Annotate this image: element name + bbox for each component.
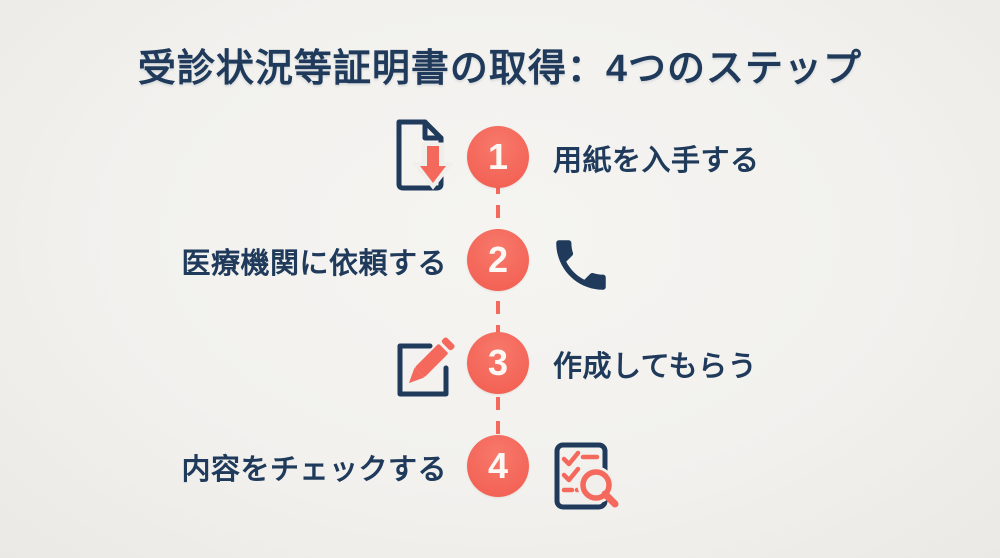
checklist-search-icon [549, 440, 619, 519]
document-download-icon [389, 118, 455, 199]
step-3-number-badge: 3 [467, 332, 529, 394]
edit-compose-icon [388, 336, 456, 405]
step-1-number-badge: 1 [467, 126, 529, 188]
step-3-number: 3 [487, 342, 509, 383]
step-2-number-badge: 2 [467, 229, 529, 291]
step-1-number: 1 [487, 136, 509, 177]
step-4-number-badge: 4 [467, 435, 529, 497]
page-title: 受診状況等証明書の取得：4つのステップ [137, 48, 863, 90]
step-1-label: 用紙を入手する [553, 145, 760, 177]
phone-icon [548, 232, 614, 303]
step-4-number: 4 [487, 445, 509, 486]
step-4-label: 内容をチェックする [181, 454, 447, 486]
step-2-label: 医療機関に依頼する [181, 248, 447, 280]
step-3-label: 作成してもらう [553, 351, 758, 383]
step-2-number: 2 [487, 239, 509, 280]
